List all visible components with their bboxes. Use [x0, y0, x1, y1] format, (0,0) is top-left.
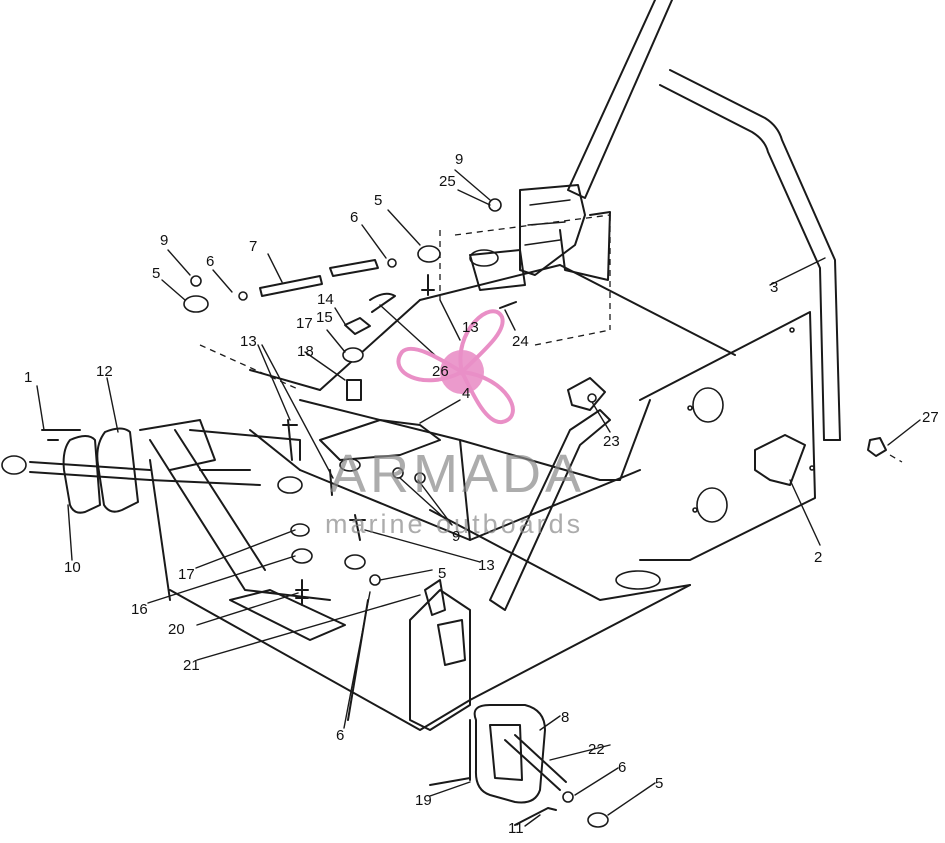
callout-14: 14 [317, 291, 334, 308]
callout-23: 23 [603, 433, 620, 450]
link-rod-assembly [183, 198, 502, 313]
callout-3: 3 [770, 279, 778, 296]
callout-9-center: 9 [452, 528, 460, 545]
watermark-title: ARMADA [330, 444, 585, 504]
callout-4: 4 [462, 385, 470, 402]
callout-5-top: 5 [374, 192, 382, 209]
callout-6-bottom: 6 [336, 727, 344, 744]
propeller-icon [396, 309, 515, 425]
callout-9-top: 9 [455, 151, 463, 168]
callout-25: 25 [439, 173, 456, 190]
callout-5-left: 5 [152, 265, 160, 282]
callout-17-lower: 17 [178, 566, 195, 583]
callout-13-upper: 13 [462, 319, 479, 336]
callout-8: 8 [561, 709, 569, 726]
callout-5-center: 5 [438, 565, 446, 582]
center-stack-parts [277, 292, 441, 496]
callout-20: 20 [168, 621, 185, 638]
callout-5-bottom: 5 [655, 775, 663, 792]
callout-26: 26 [432, 363, 449, 380]
lower-bracket [409, 579, 609, 828]
control-lever-arm [469, 0, 673, 291]
callout-18: 18 [297, 343, 314, 360]
leader-lines [36, 169, 921, 827]
callout-13-left: 13 [240, 333, 257, 350]
callout-16: 16 [131, 601, 148, 618]
watermark-subtitle: marine outboards [325, 509, 583, 539]
callout-6-left: 6 [206, 253, 214, 270]
callout-labels: 1 2 3 4 5 5 5 5 6 6 6 6 7 8 9 9 9 10 11 … [24, 151, 939, 837]
callout-6-top: 6 [350, 209, 358, 226]
callout-13-lower: 13 [478, 557, 495, 574]
callout-6-lower-right: 6 [618, 759, 626, 776]
callout-17-upper: 17 [296, 315, 313, 332]
callout-19: 19 [415, 792, 432, 809]
side-clip-parts [499, 301, 903, 486]
callout-12: 12 [96, 363, 113, 380]
callout-9-left: 9 [160, 232, 168, 249]
callout-10: 10 [64, 559, 81, 576]
callout-11: 11 [508, 820, 524, 837]
frame-tube [659, 69, 841, 441]
callout-1: 1 [24, 369, 32, 386]
callout-27: 27 [922, 409, 939, 426]
callout-24: 24 [512, 333, 529, 350]
callout-15: 15 [316, 309, 333, 326]
callout-2: 2 [814, 549, 822, 566]
callout-21: 21 [183, 657, 200, 674]
armada-watermark: ARMADA marine outboards [325, 309, 585, 539]
callout-22: 22 [588, 741, 605, 758]
callout-7: 7 [249, 238, 257, 255]
